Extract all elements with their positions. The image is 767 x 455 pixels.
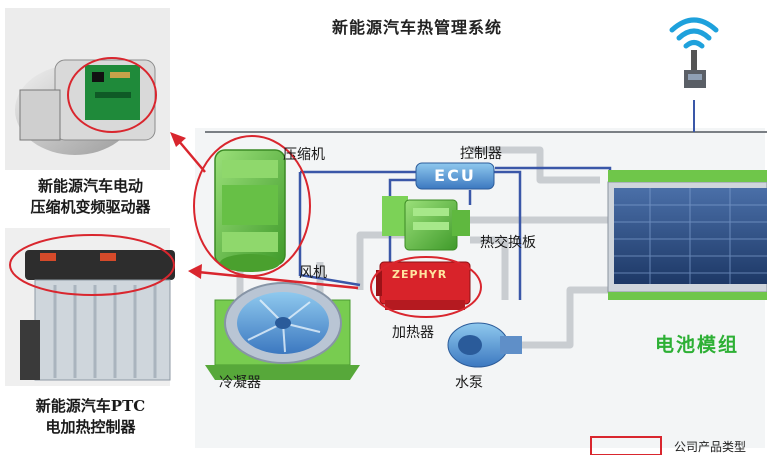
compressor-driver-caption-line1: 新能源汽车电动 xyxy=(37,177,143,195)
compressor-highlight xyxy=(193,135,311,277)
ecu-label: ECU xyxy=(434,166,476,185)
ecu-unit xyxy=(415,162,495,190)
compressor-driver-caption-line2: 压缩机变频驱动器 xyxy=(30,198,151,216)
battery-label: 电池模组 xyxy=(655,334,740,356)
diagram-title: 新能源汽车热管理系统 xyxy=(332,18,503,37)
control-wires xyxy=(298,166,612,300)
compressor-driver-photo xyxy=(5,8,170,170)
coolant-pipes xyxy=(236,146,608,349)
legend-label: 公司产品类型 xyxy=(674,440,747,454)
ptc-controller-highlight xyxy=(9,234,175,296)
compressor xyxy=(214,149,286,272)
heater xyxy=(376,261,471,310)
heater-brand: ZEPHYR xyxy=(392,268,448,281)
heater-highlight xyxy=(370,256,482,318)
ptc-controller-photo xyxy=(5,228,175,386)
wifi-icon xyxy=(669,17,719,88)
compressor-driver-caption: 新能源汽车电动 压缩机变频驱动器 xyxy=(8,176,173,218)
heat-exchanger-label: 热交换板 xyxy=(480,235,536,251)
controller-label: 控制器 xyxy=(460,146,502,162)
compressor-driver-highlight xyxy=(67,57,157,133)
ptc-controller-caption: 新能源汽车PTC 电加热控制器 xyxy=(8,396,173,438)
pump-label: 水泵 xyxy=(455,375,483,391)
compressor-label: 压缩机 xyxy=(283,147,325,163)
heater-label: 加热器 xyxy=(392,325,434,341)
legend-swatch xyxy=(590,436,662,455)
condenser-label: 冷凝器 xyxy=(219,375,261,391)
battery-module xyxy=(607,170,767,300)
pump xyxy=(447,322,522,368)
fan-label: 风机 xyxy=(299,265,327,281)
arrow-icon xyxy=(188,264,359,290)
fan xyxy=(224,282,342,364)
heat-exchanger xyxy=(382,196,470,251)
ptc-controller-caption-line1: 新能源汽车PTC xyxy=(35,397,146,415)
arrow-icon xyxy=(170,132,206,173)
ptc-controller-caption-line2: 电加热控制器 xyxy=(45,418,136,436)
